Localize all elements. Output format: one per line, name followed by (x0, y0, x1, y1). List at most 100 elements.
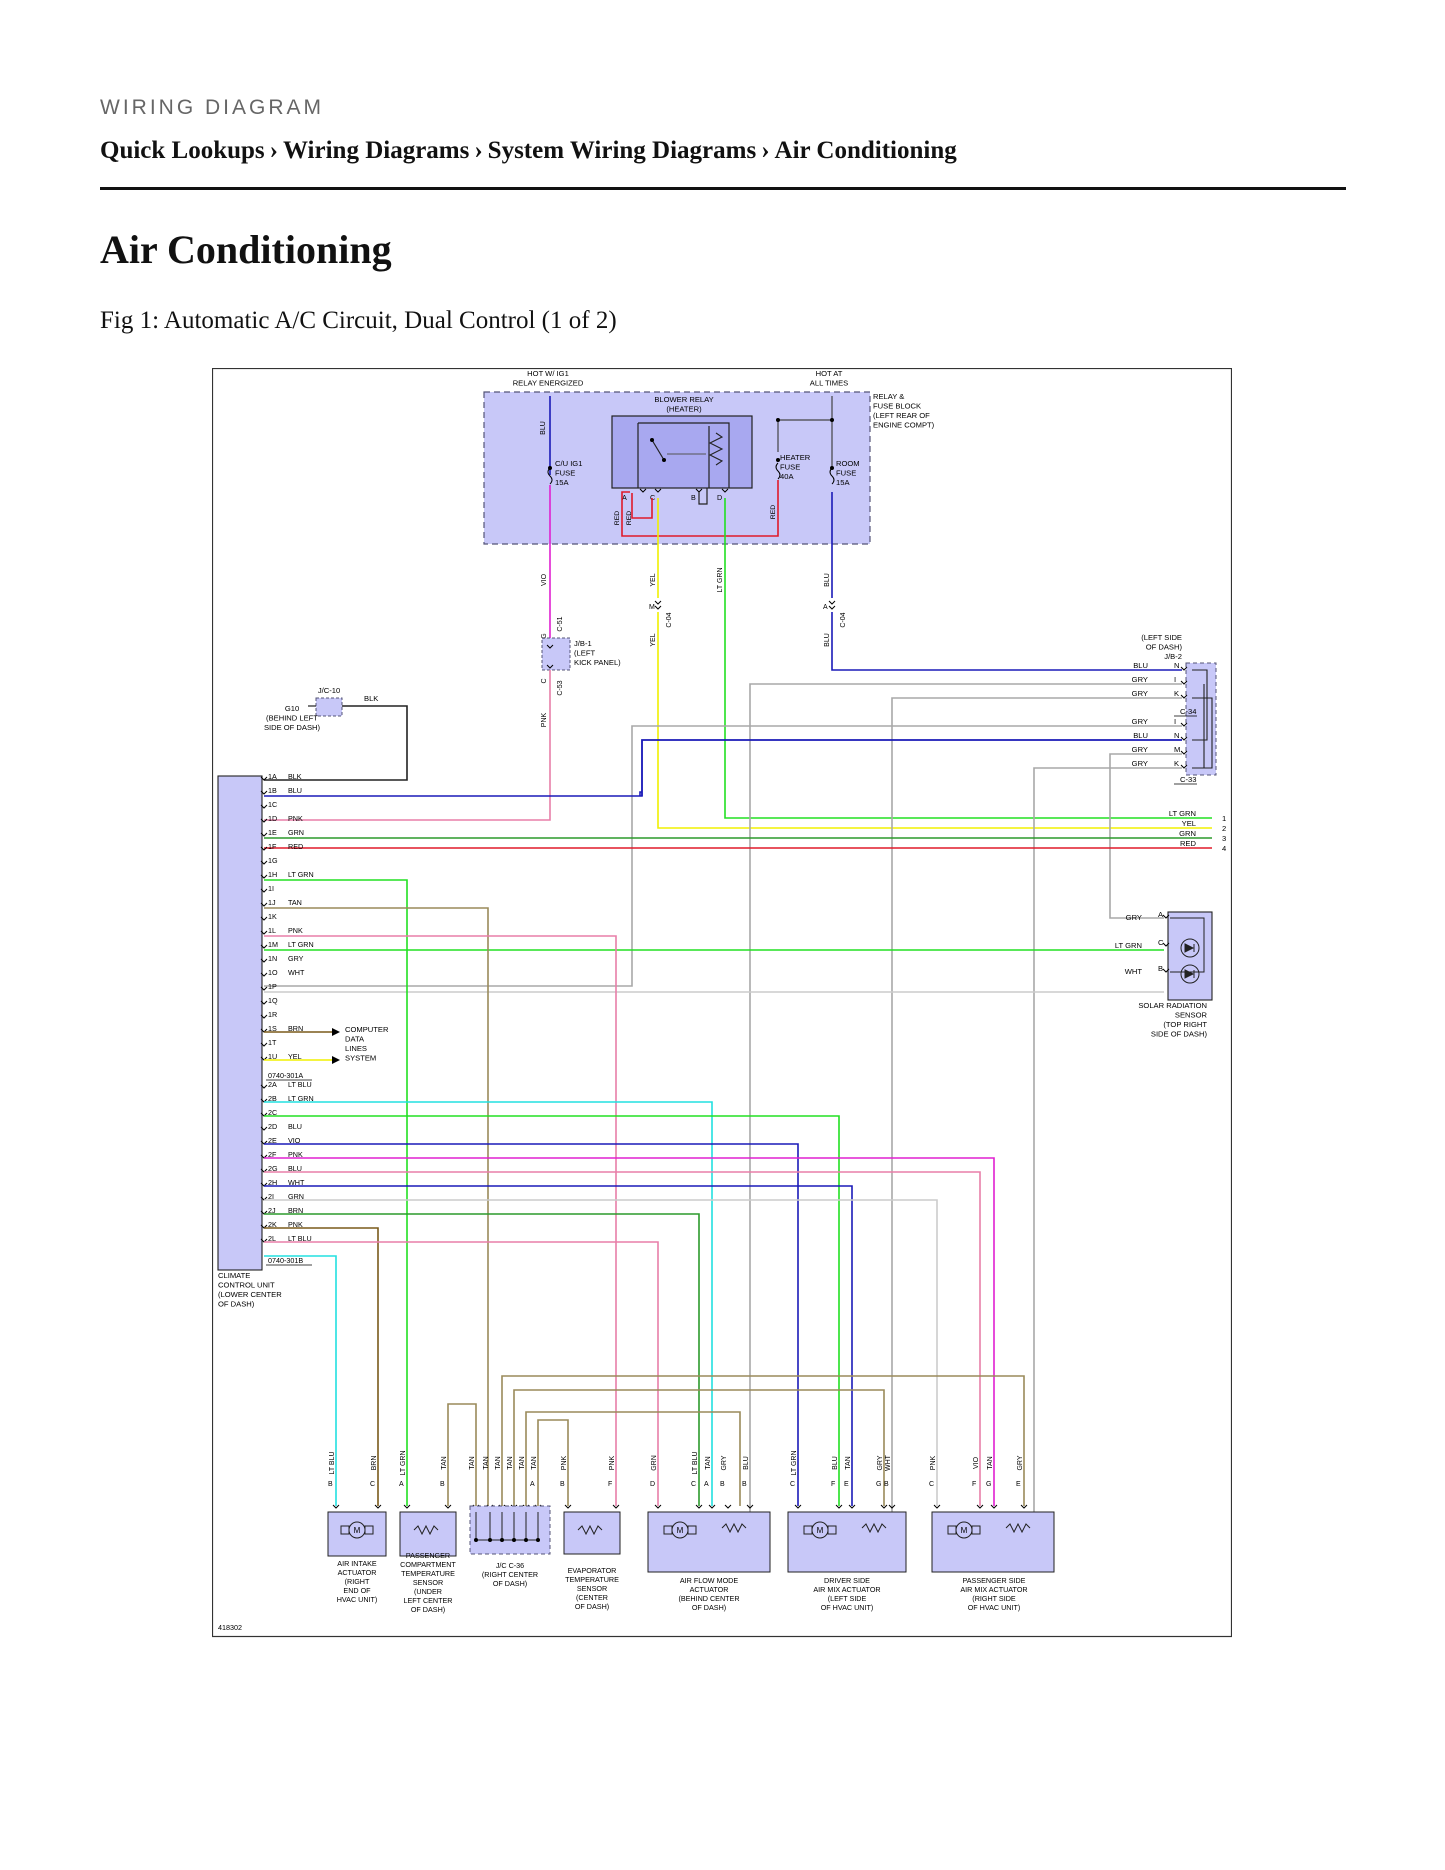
motor-brush (663, 1525, 673, 1535)
breadcrumb-quick-lookups[interactable]: Quick Lookups (100, 137, 265, 164)
c34-label: C-34 (1180, 707, 1196, 716)
splice-dot (650, 438, 654, 442)
pnk-wire-2k (264, 1241, 659, 1506)
ccu-wire-label: GRN (288, 1192, 304, 1201)
ccu-wire-label: PNK (288, 814, 303, 823)
ccu-pin-label: 1B (268, 786, 277, 795)
jb2-label: OF DASH) (1146, 643, 1183, 652)
tan-wire-c36-evap (537, 1419, 569, 1506)
climate-control-unit (217, 775, 263, 1271)
ccu-wire-label: PNK (288, 1150, 303, 1159)
solar-connector (1162, 968, 1170, 973)
wht-wire-2h (264, 1199, 938, 1506)
jb2-wire-label: GRY (1132, 759, 1148, 768)
photodiode-icon (1180, 964, 1200, 984)
bottom-wire-label: GRY (1017, 1455, 1024, 1470)
yel-wire-lower (657, 612, 1212, 829)
c04-blu-connector (828, 605, 836, 610)
bottom-pin-label: F (831, 1481, 835, 1488)
bottom-wire-label: TAN (441, 1456, 448, 1469)
breadcrumb-wiring-diagrams[interactable]: Wiring Diagrams (283, 137, 470, 164)
bottom-pin-label: F (972, 1481, 976, 1488)
bottom-connector (746, 1504, 754, 1509)
thermistor-icon (577, 1524, 603, 1536)
jb1-label: (LEFT (574, 649, 595, 658)
bottom-wire-label: TAN (845, 1456, 852, 1469)
solar-sensor-label: SENSOR (1175, 1011, 1208, 1020)
motor-label: M (354, 1526, 361, 1535)
jb2-connector (1180, 666, 1188, 671)
c33-label: C-33 (1180, 775, 1196, 784)
relay-pin-label: B (691, 493, 696, 502)
bottom-wire-label: GRY (721, 1455, 728, 1470)
g10-ground-label: SIDE OF DASH) (264, 723, 321, 732)
bottom-connector (444, 1504, 452, 1509)
breadcrumb-air-conditioning[interactable]: Air Conditioning (774, 137, 957, 164)
bottom-wire-label: BLU (832, 1456, 839, 1470)
ccu-pin-label: 2I (268, 1192, 274, 1201)
air-intake-label: END OF (343, 1586, 371, 1595)
blu-wire-2d (264, 1143, 799, 1506)
ccu-connector (260, 888, 268, 893)
splice-dot (488, 1538, 492, 1542)
driver-air-mix-label: OF HVAC UNIT) (821, 1603, 874, 1612)
wire-label-lt-grn: LT GRN (717, 567, 724, 592)
heater-fuse-label: 40A (780, 472, 794, 481)
wire-label-yel: YEL (650, 633, 657, 646)
jb2-wire-label: BLU (1133, 731, 1148, 740)
computer-data-lines-label: SYSTEM (345, 1054, 376, 1063)
gry-wire-jb2-passmix (1033, 767, 1182, 1544)
passenger-temp-sensor-label: COMPARTMENT (400, 1560, 456, 1569)
air-flow-mode-label: AIR FLOW MODE (680, 1576, 739, 1585)
bottom-pin-label: C (691, 1481, 696, 1488)
thermistor-icon (861, 1522, 887, 1534)
gry-wire-1n (264, 725, 1182, 987)
jb2-pin-label: K (1174, 759, 1179, 768)
evaporator-temp-sensor (563, 1511, 621, 1555)
breadcrumb-separator: › (761, 137, 770, 164)
figure-id: 418302 (218, 1623, 242, 1632)
bottom-wire-label: TAN (495, 1456, 502, 1469)
evaporator-temp-sensor-label: EVAPORATOR (568, 1566, 617, 1575)
lt-grn-wire-2b (264, 1115, 840, 1506)
jb1-connector (546, 644, 554, 649)
passenger-temp-sensor-label: (UNDER (414, 1587, 442, 1596)
bottom-pin-label: B (328, 1481, 333, 1488)
driver-air-mix-label: AIR MIX ACTUATOR (813, 1585, 880, 1594)
room-fuse-label: 15A (836, 478, 850, 487)
bottom-wire-label: BRN (371, 1456, 378, 1471)
ccu-connector (260, 944, 268, 949)
ccu-connector (260, 916, 268, 921)
breadcrumb-separator: › (474, 137, 483, 164)
bottom-connector (888, 1504, 896, 1509)
ccu-pin-label: 1A (268, 772, 277, 781)
header-divider (100, 187, 1346, 190)
ccu-connector (260, 790, 268, 795)
ccu-pin-label: 2K (268, 1220, 277, 1229)
solar-connector (1162, 942, 1170, 947)
ccu-connector (260, 846, 268, 851)
terminal-number: 4 (1222, 844, 1226, 853)
jc-c36-label: J/C C-36 (496, 1561, 524, 1570)
jc-c36-label: OF DASH) (493, 1579, 527, 1588)
bottom-wire-label: TAN (705, 1456, 712, 1469)
ccu-pin-label: 1U (268, 1052, 277, 1061)
bottom-connector (794, 1504, 802, 1509)
ccu-connector (260, 1084, 268, 1089)
room-fuse-label: ROOM (836, 459, 860, 468)
ccu-wire-label: LT GRN (288, 870, 314, 879)
breadcrumb-system-wiring-diagrams[interactable]: System Wiring Diagrams (487, 137, 757, 164)
evaporator-temp-sensor-label: TEMPERATURE (565, 1575, 619, 1584)
ccu-pin-label: 1C (268, 800, 277, 809)
ccu-pin-label: 1T (268, 1038, 277, 1047)
air-flow-mode-label: OF DASH) (692, 1603, 726, 1612)
g10-ground-label: G10 (285, 704, 299, 713)
c04-yel-connector (654, 605, 662, 610)
ccu-pin-label: 2D (268, 1122, 277, 1131)
bottom-pin-label: A (704, 1481, 709, 1488)
solar-wire-label: WHT (1125, 967, 1143, 976)
ccu-pin-label: 2G (268, 1164, 278, 1173)
bottom-connector (835, 1504, 843, 1509)
motor-brush (340, 1525, 350, 1535)
